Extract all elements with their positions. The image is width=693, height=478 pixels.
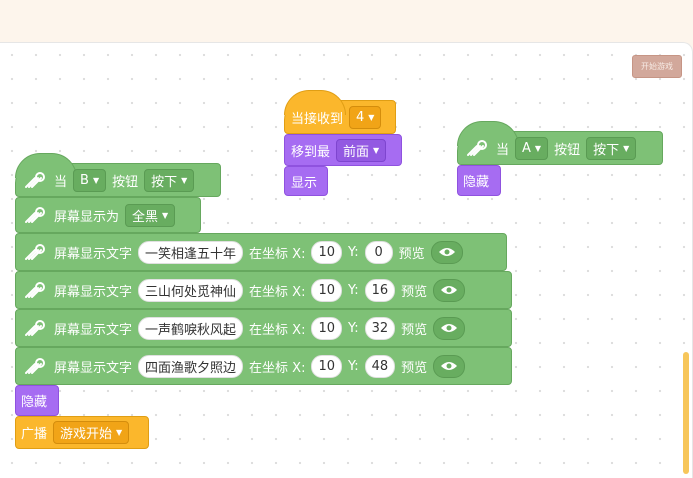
button-label: 按钮 xyxy=(112,174,139,190)
move-to-front-block[interactable]: 移到最 前面▼ xyxy=(284,134,402,166)
chevron-down-icon: ▼ xyxy=(92,175,100,185)
screen-text-label: 屏幕显示文字 xyxy=(54,360,133,376)
chevron-down-icon: ▼ xyxy=(368,112,375,122)
layer-dropdown[interactable]: 前面▼ xyxy=(336,138,387,162)
meteor-icon xyxy=(22,355,48,377)
chevron-down-icon: ▼ xyxy=(181,175,188,185)
coord-y-label: Y: xyxy=(348,320,359,336)
chevron-down-icon: ▼ xyxy=(534,143,542,153)
screen-text-block[interactable]: 屏幕显示文字 一声鹤唳秋风起 在坐标 X: 10 Y: 32 预览 xyxy=(15,309,512,347)
screen-text-label: 屏幕显示文字 xyxy=(54,284,133,300)
x-input[interactable]: 10 xyxy=(311,240,342,264)
fill-color-dropdown[interactable]: 全黑▼ xyxy=(125,203,176,227)
coord-x-label: 在坐标 X: xyxy=(249,246,306,262)
screen-fill-block[interactable]: 屏幕显示为 全黑▼ xyxy=(15,197,201,233)
when-b-pressed-hat-block[interactable]: 当 B▼ 按钮 按下▼ xyxy=(15,153,221,197)
screen-text-label: 屏幕显示文字 xyxy=(54,322,133,338)
when-label: 当 xyxy=(54,174,68,190)
eye-icon[interactable] xyxy=(433,354,466,378)
text-input[interactable]: 一笑相逢五十年 xyxy=(138,240,244,264)
message-dropdown[interactable]: 4▼ xyxy=(349,105,382,129)
meteor-icon xyxy=(22,317,48,339)
coord-y-label: Y: xyxy=(348,358,359,374)
text-input[interactable]: 三山何处觅神仙 xyxy=(138,278,244,302)
coord-x-label: 在坐标 X: xyxy=(249,284,306,300)
screen-text-block[interactable]: 屏幕显示文字 三山何处觅神仙 在坐标 X: 10 Y: 16 预览 xyxy=(15,271,512,309)
meteor-icon xyxy=(22,241,48,263)
y-input[interactable]: 0 xyxy=(364,240,393,264)
eye-icon[interactable] xyxy=(430,240,463,264)
broadcast-block[interactable]: 广播 游戏开始▼ xyxy=(15,416,149,449)
screen-text-label: 屏幕显示文字 xyxy=(54,246,133,262)
start-game-button[interactable]: 开始游戏 xyxy=(632,55,682,78)
x-input[interactable]: 10 xyxy=(311,316,342,340)
when-a-pressed-hat-block[interactable]: 当 A▼ 按钮 按下▼ xyxy=(457,121,663,165)
show-block[interactable]: 显示 xyxy=(284,166,328,196)
eye-icon[interactable] xyxy=(433,278,466,302)
chevron-down-icon: ▼ xyxy=(373,145,380,155)
screen-fill-label: 屏幕显示为 xyxy=(54,209,120,225)
key-dropdown[interactable]: A▼ xyxy=(515,136,549,160)
button-label: 按钮 xyxy=(554,142,581,158)
screen-text-block[interactable]: 屏幕显示文字 一笑相逢五十年 在坐标 X: 10 Y: 0 预览 xyxy=(15,233,507,271)
preview-label: 预览 xyxy=(401,322,428,338)
meteor-icon xyxy=(22,169,48,191)
key-dropdown[interactable]: B▼ xyxy=(73,168,107,192)
text-input[interactable]: 四面渔歌夕照边 xyxy=(138,354,244,378)
hide-label: 隐藏 xyxy=(21,395,48,410)
x-input[interactable]: 10 xyxy=(311,354,342,378)
screen-text-block[interactable]: 屏幕显示文字 四面渔歌夕照边 在坐标 X: 10 Y: 48 预览 xyxy=(15,347,512,385)
hide-label: 隐藏 xyxy=(463,175,490,190)
vertical-scrollbar[interactable] xyxy=(683,352,689,474)
preview-label: 预览 xyxy=(401,284,428,300)
coord-y-label: Y: xyxy=(348,282,359,298)
y-input[interactable]: 16 xyxy=(364,278,396,302)
meteor-icon xyxy=(22,279,48,301)
coord-x-label: 在坐标 X: xyxy=(249,322,306,338)
chevron-down-icon: ▼ xyxy=(162,210,169,220)
eye-icon[interactable] xyxy=(433,316,466,340)
y-input[interactable]: 48 xyxy=(364,354,396,378)
preview-label: 预览 xyxy=(401,360,428,376)
action-dropdown[interactable]: 按下▼ xyxy=(586,136,637,160)
action-dropdown[interactable]: 按下▼ xyxy=(144,168,195,192)
when-receive-hat-block[interactable]: 当接收到 4▼ xyxy=(284,90,396,134)
y-input[interactable]: 32 xyxy=(364,316,396,340)
coord-x-label: 在坐标 X: xyxy=(249,360,306,376)
broadcast-message-dropdown[interactable]: 游戏开始▼ xyxy=(53,421,130,444)
meteor-icon xyxy=(464,137,490,159)
coord-y-label: Y: xyxy=(348,244,359,260)
show-label: 显示 xyxy=(291,175,318,191)
x-input[interactable]: 10 xyxy=(311,278,342,302)
hide-block[interactable]: 隐藏 xyxy=(457,165,501,196)
hide-block[interactable]: 隐藏 xyxy=(15,385,59,416)
preview-label: 预览 xyxy=(398,246,425,262)
meteor-icon xyxy=(22,204,48,226)
when-receive-label: 当接收到 xyxy=(291,111,344,127)
text-input[interactable]: 一声鹤唳秋风起 xyxy=(138,316,244,340)
when-label: 当 xyxy=(496,142,510,158)
move-to-label: 移到最 xyxy=(291,144,331,160)
chevron-down-icon: ▼ xyxy=(623,143,630,153)
broadcast-label: 广播 xyxy=(21,427,48,442)
chevron-down-icon: ▼ xyxy=(116,428,123,437)
